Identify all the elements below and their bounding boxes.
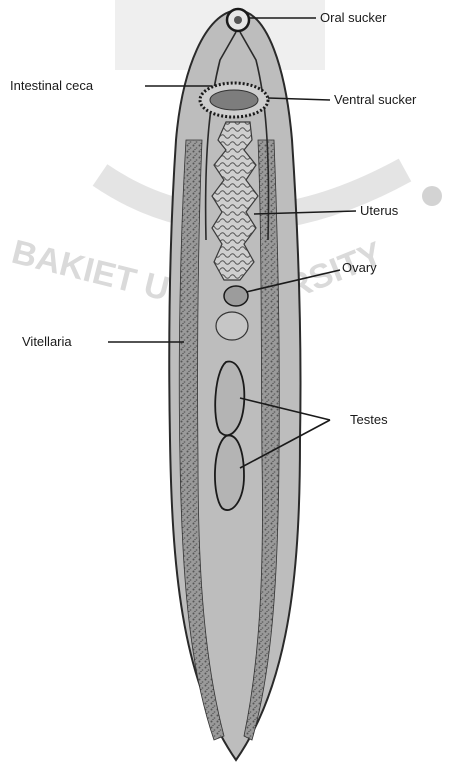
ovary bbox=[224, 286, 248, 306]
watermark-text-left: BAKIET U bbox=[8, 233, 173, 309]
oral-sucker-opening bbox=[234, 16, 242, 24]
label-testes: Testes bbox=[350, 412, 388, 427]
label-vitellaria: Vitellaria bbox=[22, 334, 72, 349]
seminal-receptacle bbox=[216, 312, 248, 340]
testis-posterior bbox=[215, 435, 244, 510]
label-uterus: Uterus bbox=[360, 203, 399, 218]
watermark-dot bbox=[422, 186, 442, 206]
label-ventral-sucker: Ventral sucker bbox=[334, 92, 417, 107]
ventral-sucker-center bbox=[210, 90, 258, 110]
label-ovary: Ovary bbox=[342, 260, 377, 275]
label-intestinal-ceca: Intestinal ceca bbox=[10, 78, 94, 93]
label-oral-sucker: Oral sucker bbox=[320, 10, 387, 25]
worm-body bbox=[169, 9, 300, 760]
